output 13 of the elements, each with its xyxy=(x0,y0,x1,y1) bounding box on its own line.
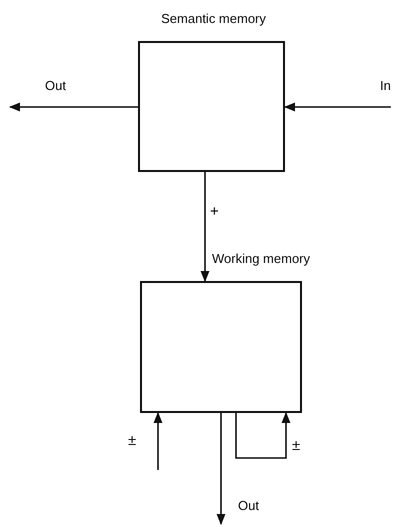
io-label: In xyxy=(380,78,391,107)
box-heading: Working memory xyxy=(212,251,312,266)
arrow xyxy=(200,172,210,282)
arrow xyxy=(235,412,290,459)
io-label: Out xyxy=(10,78,66,107)
io-label: Out xyxy=(238,498,259,524)
sign-label: ± xyxy=(128,432,136,449)
arrow xyxy=(216,413,226,526)
sign-label: ± xyxy=(292,437,300,454)
arrow xyxy=(284,102,391,112)
arrow xyxy=(8,102,138,112)
box-heading: Semantic memory xyxy=(160,11,267,26)
arrow xyxy=(154,412,162,470)
